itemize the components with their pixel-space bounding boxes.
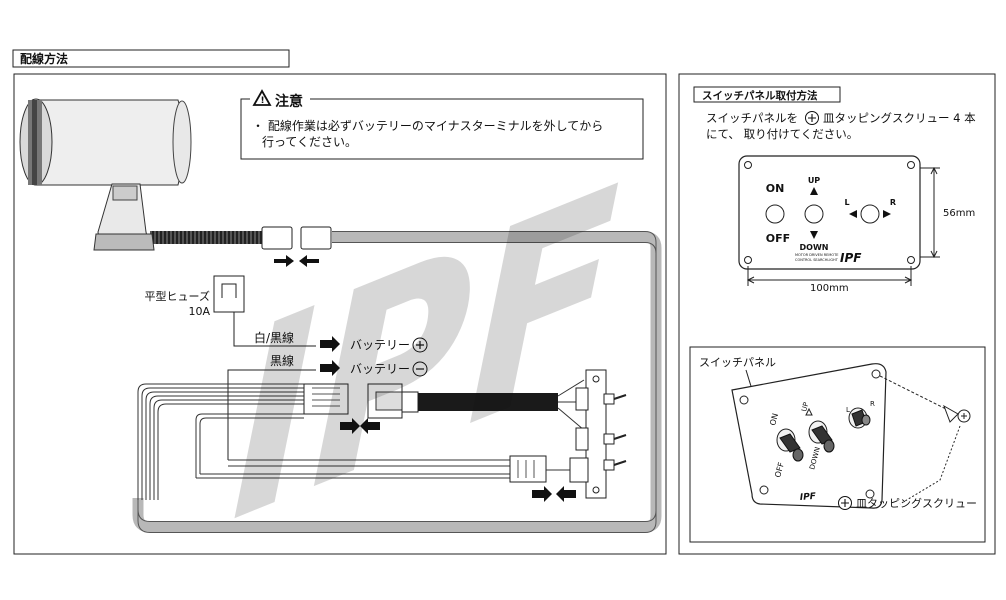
connect-arrow-right — [274, 255, 294, 267]
mount-desc-line2: にて、 取り付けてください。 — [706, 127, 858, 141]
iso-brand-logo: IPF — [800, 492, 818, 503]
panel-down-label: DOWN — [800, 243, 829, 252]
battery-minus-label: バッテリー — [350, 362, 410, 376]
dimension-height: 56mm — [920, 166, 975, 259]
right-arrow-icon — [883, 210, 891, 218]
connect-arrow-left-3 — [556, 486, 576, 502]
iso-panel-label: スイッチパネル — [699, 356, 776, 369]
white-black-wire-label: 白/黒線 — [254, 330, 294, 345]
top-connector-pair — [261, 226, 332, 267]
svg-text:!: ! — [261, 96, 265, 106]
mount-desc-line1-a: スイッチパネルを — [706, 111, 798, 125]
connect-arrow-right-2 — [340, 418, 360, 434]
signal-wire-bundle — [137, 383, 510, 500]
caution-text-line1: ・ 配線作業は必ずバッテリーのマイナスターミナルを外してから — [252, 118, 603, 133]
panel-left-label: L — [844, 198, 849, 207]
section-header: 配線方法 — [12, 49, 290, 68]
dimension-56mm: 56mm — [943, 208, 975, 219]
panel-brand-small-1: MOTOR DRIVEN REMOTE — [795, 253, 838, 257]
battery-plus-label: バッテリー — [350, 338, 410, 352]
iso-off-label: OFF — [773, 461, 786, 479]
corrugated-tube — [150, 231, 263, 244]
iso-screw-label: 皿タッピングスクリュー — [856, 496, 977, 510]
caution-box: ! 注意 ・ 配線作業は必ずバッテリーのマイナスターミナルを外してから 行ってく… — [240, 89, 644, 160]
connect-arrow-right-3 — [532, 486, 552, 502]
fuse-rating: 10A — [188, 305, 210, 318]
warning-icon — [252, 89, 272, 106]
connect-arrow-left — [299, 255, 319, 267]
fuse-label: 平型ヒューズ — [145, 289, 210, 303]
caution-title: 注意 — [275, 93, 303, 110]
mount-frame — [678, 73, 996, 555]
panel-brand-logo: IPF — [840, 251, 862, 265]
mount-desc-line1-b: 皿タッピングスクリュー 4 本 — [823, 111, 976, 125]
panel-on-label: ON — [766, 182, 785, 195]
brand-watermark: IPF — [227, 132, 624, 581]
switch-panel-front: ON OFF UP DOWN L R MOTOR DRIVEN REMOTE C… — [738, 155, 921, 270]
updown-switch — [804, 204, 824, 224]
flat-fuse: 平型ヒューズ 10A — [145, 275, 245, 318]
wiring-frame — [13, 73, 667, 555]
tapping-screw — [879, 375, 971, 505]
switch-panel-iso: ON OFF UP DOWN L R IPF — [731, 363, 887, 509]
switch-connectors — [303, 383, 576, 502]
black-wire-label: 黒線 — [270, 353, 294, 368]
battery-wires: 白/黒線 バッテリー 黒線 バッテリー — [227, 312, 428, 460]
section-title: 配線方法 — [20, 51, 68, 66]
iso-up-label: UP — [800, 401, 810, 412]
main-harness — [132, 231, 662, 533]
up-arrow-icon — [810, 187, 818, 195]
wire-bundle-black-sleeve — [418, 393, 558, 411]
iso-frame — [689, 346, 986, 543]
left-arrow-icon — [849, 210, 857, 218]
iso-on-label: ON — [768, 412, 780, 426]
searchlight-lamp — [19, 98, 192, 251]
dimension-100mm: 100mm — [810, 283, 849, 294]
down-arrow-icon — [810, 231, 818, 239]
leftright-switch — [860, 204, 880, 224]
switch-panel-side — [546, 369, 627, 499]
iso-right-label: R — [870, 400, 875, 408]
connect-arrow-left-2 — [360, 418, 380, 434]
dimension-width: 100mm — [746, 266, 913, 294]
mount-header: スイッチパネル取付方法 — [693, 86, 841, 103]
arrow-to-battery-minus — [320, 360, 340, 376]
arrow-to-battery-plus — [320, 336, 340, 352]
mount-title: スイッチパネル取付方法 — [702, 89, 818, 102]
power-switch — [765, 204, 785, 224]
svg-text:IPF: IPF — [227, 132, 624, 581]
caution-text-line2: 行ってください。 — [262, 135, 357, 149]
panel-brand-small-2: CONTROL SEARCHLIGHT — [795, 258, 839, 262]
iso-left-label: L — [846, 406, 850, 414]
panel-off-label: OFF — [766, 232, 790, 245]
panel-up-label: UP — [808, 176, 820, 185]
panel-right-label: R — [890, 198, 896, 207]
